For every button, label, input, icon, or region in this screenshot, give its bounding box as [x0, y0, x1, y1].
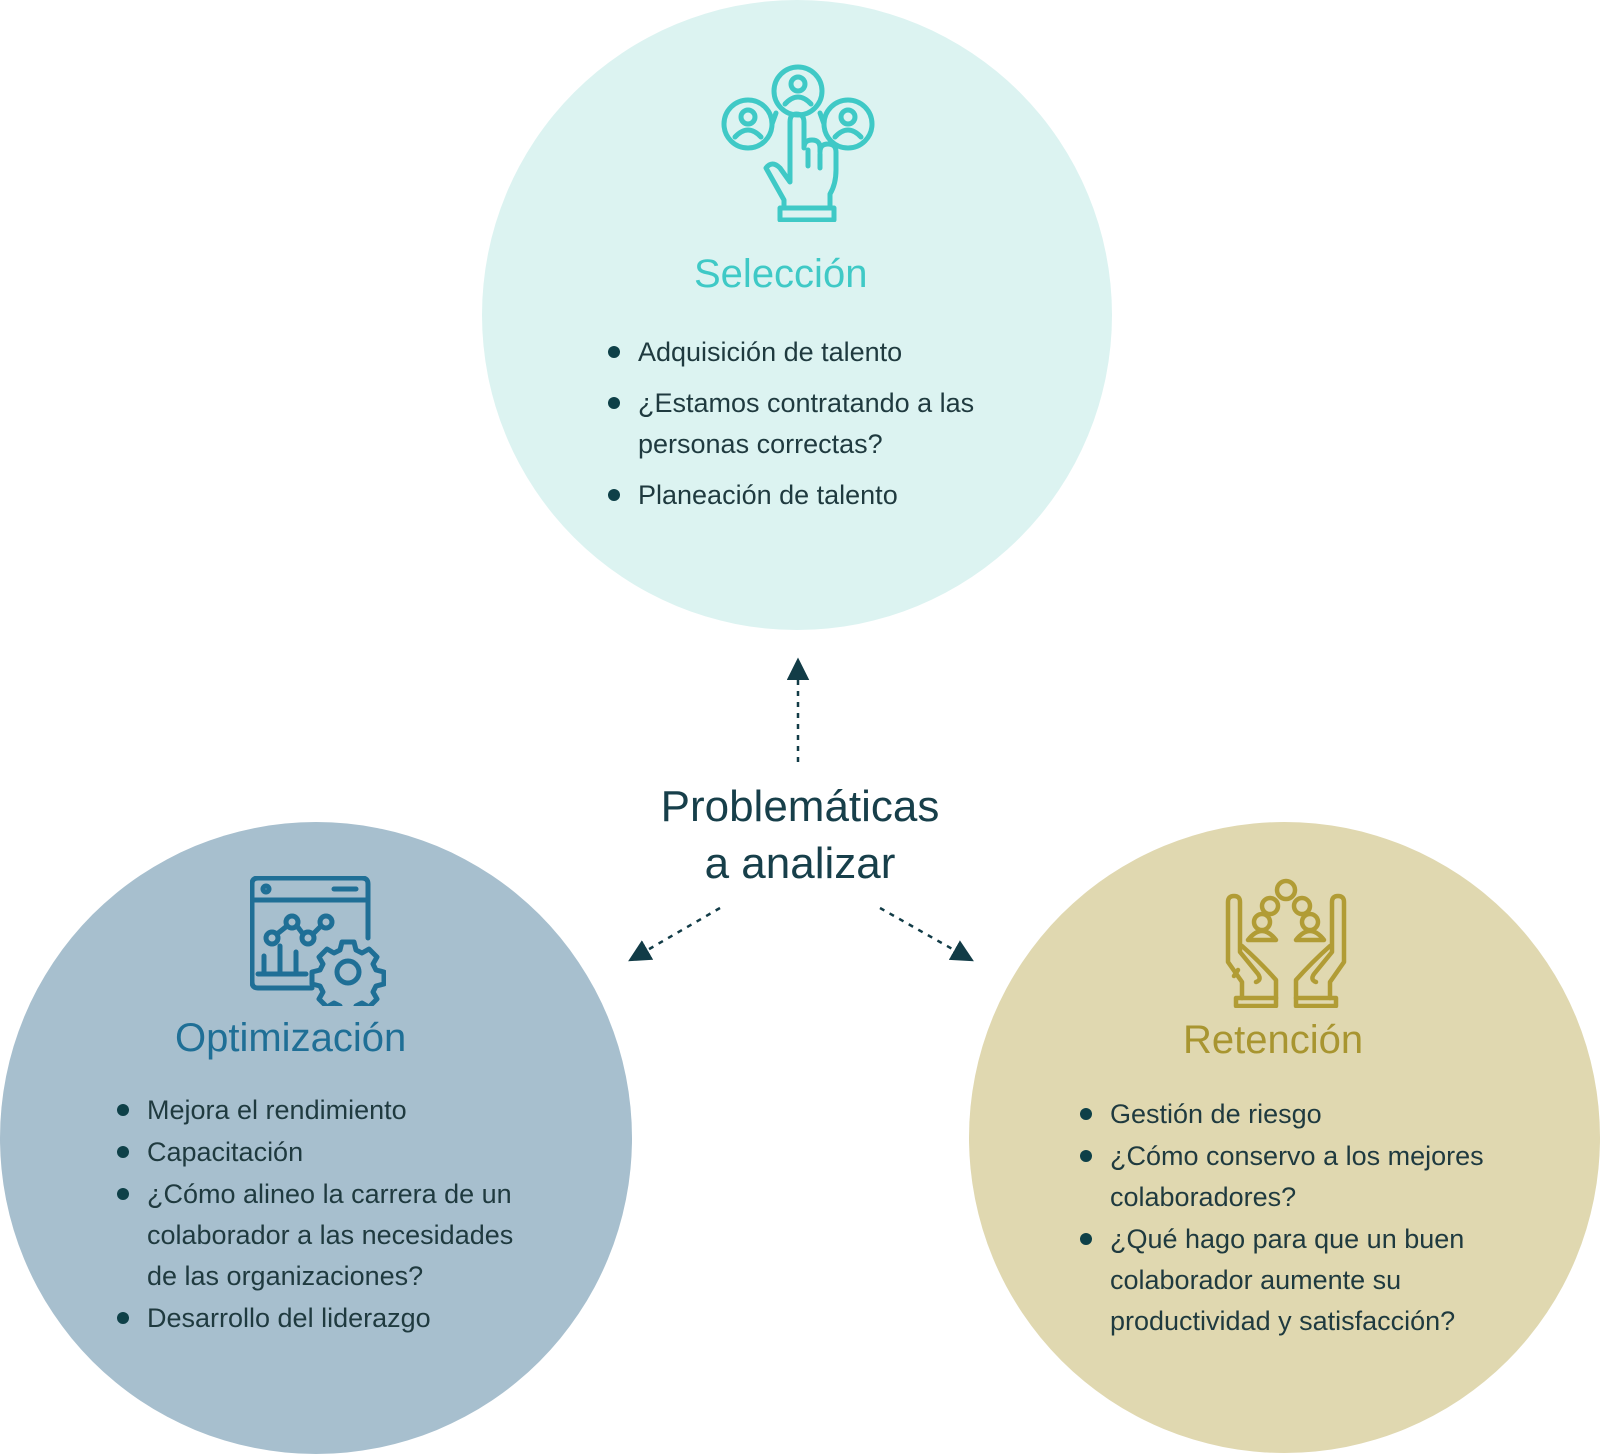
seleccion-list: Adquisición de talento ¿Estamos contrata…: [608, 332, 988, 526]
center-title-line2: a analizar: [704, 839, 896, 888]
hands-holding-people-icon: [1225, 878, 1347, 1008]
optimizacion-circle: [0, 822, 632, 1454]
retencion-title: Retención: [1183, 1018, 1364, 1062]
list-item: Capacitación: [117, 1132, 547, 1173]
optimizacion-list: Mejora el rendimiento Capacitación ¿Cómo…: [117, 1090, 547, 1340]
retencion-circle: [969, 822, 1600, 1453]
hand-pointing-people-icon: [721, 64, 875, 222]
dashboard-chart-gear-icon: [250, 876, 386, 1006]
seleccion-title: Selección: [694, 252, 868, 296]
list-item: ¿Cómo conservo a los mejores colaborador…: [1080, 1136, 1520, 1218]
list-item: Adquisición de talento: [608, 332, 988, 373]
list-item: Mejora el rendimiento: [117, 1090, 547, 1131]
center-title-line1: Problemáticas: [660, 782, 940, 831]
arrow-to-optimizacion: [628, 906, 721, 962]
center-title: Problemáticas a analizar: [600, 778, 1000, 892]
seleccion-circle: [482, 0, 1112, 630]
list-item: Planeación de talento: [608, 475, 988, 516]
retencion-list: Gestión de riesgo ¿Cómo conservo a los m…: [1080, 1094, 1520, 1343]
list-item: ¿Estamos contratando a las personas corr…: [608, 383, 988, 465]
arrow-to-retencion: [879, 906, 974, 962]
list-item: ¿Qué hago para que un buen colaborador a…: [1080, 1219, 1520, 1342]
optimizacion-title: Optimización: [175, 1016, 407, 1060]
list-item: Desarrollo del liderazgo: [117, 1298, 547, 1339]
list-item: ¿Cómo alineo la carrera de un colaborado…: [117, 1174, 547, 1297]
list-item: Gestión de riesgo: [1080, 1094, 1520, 1135]
